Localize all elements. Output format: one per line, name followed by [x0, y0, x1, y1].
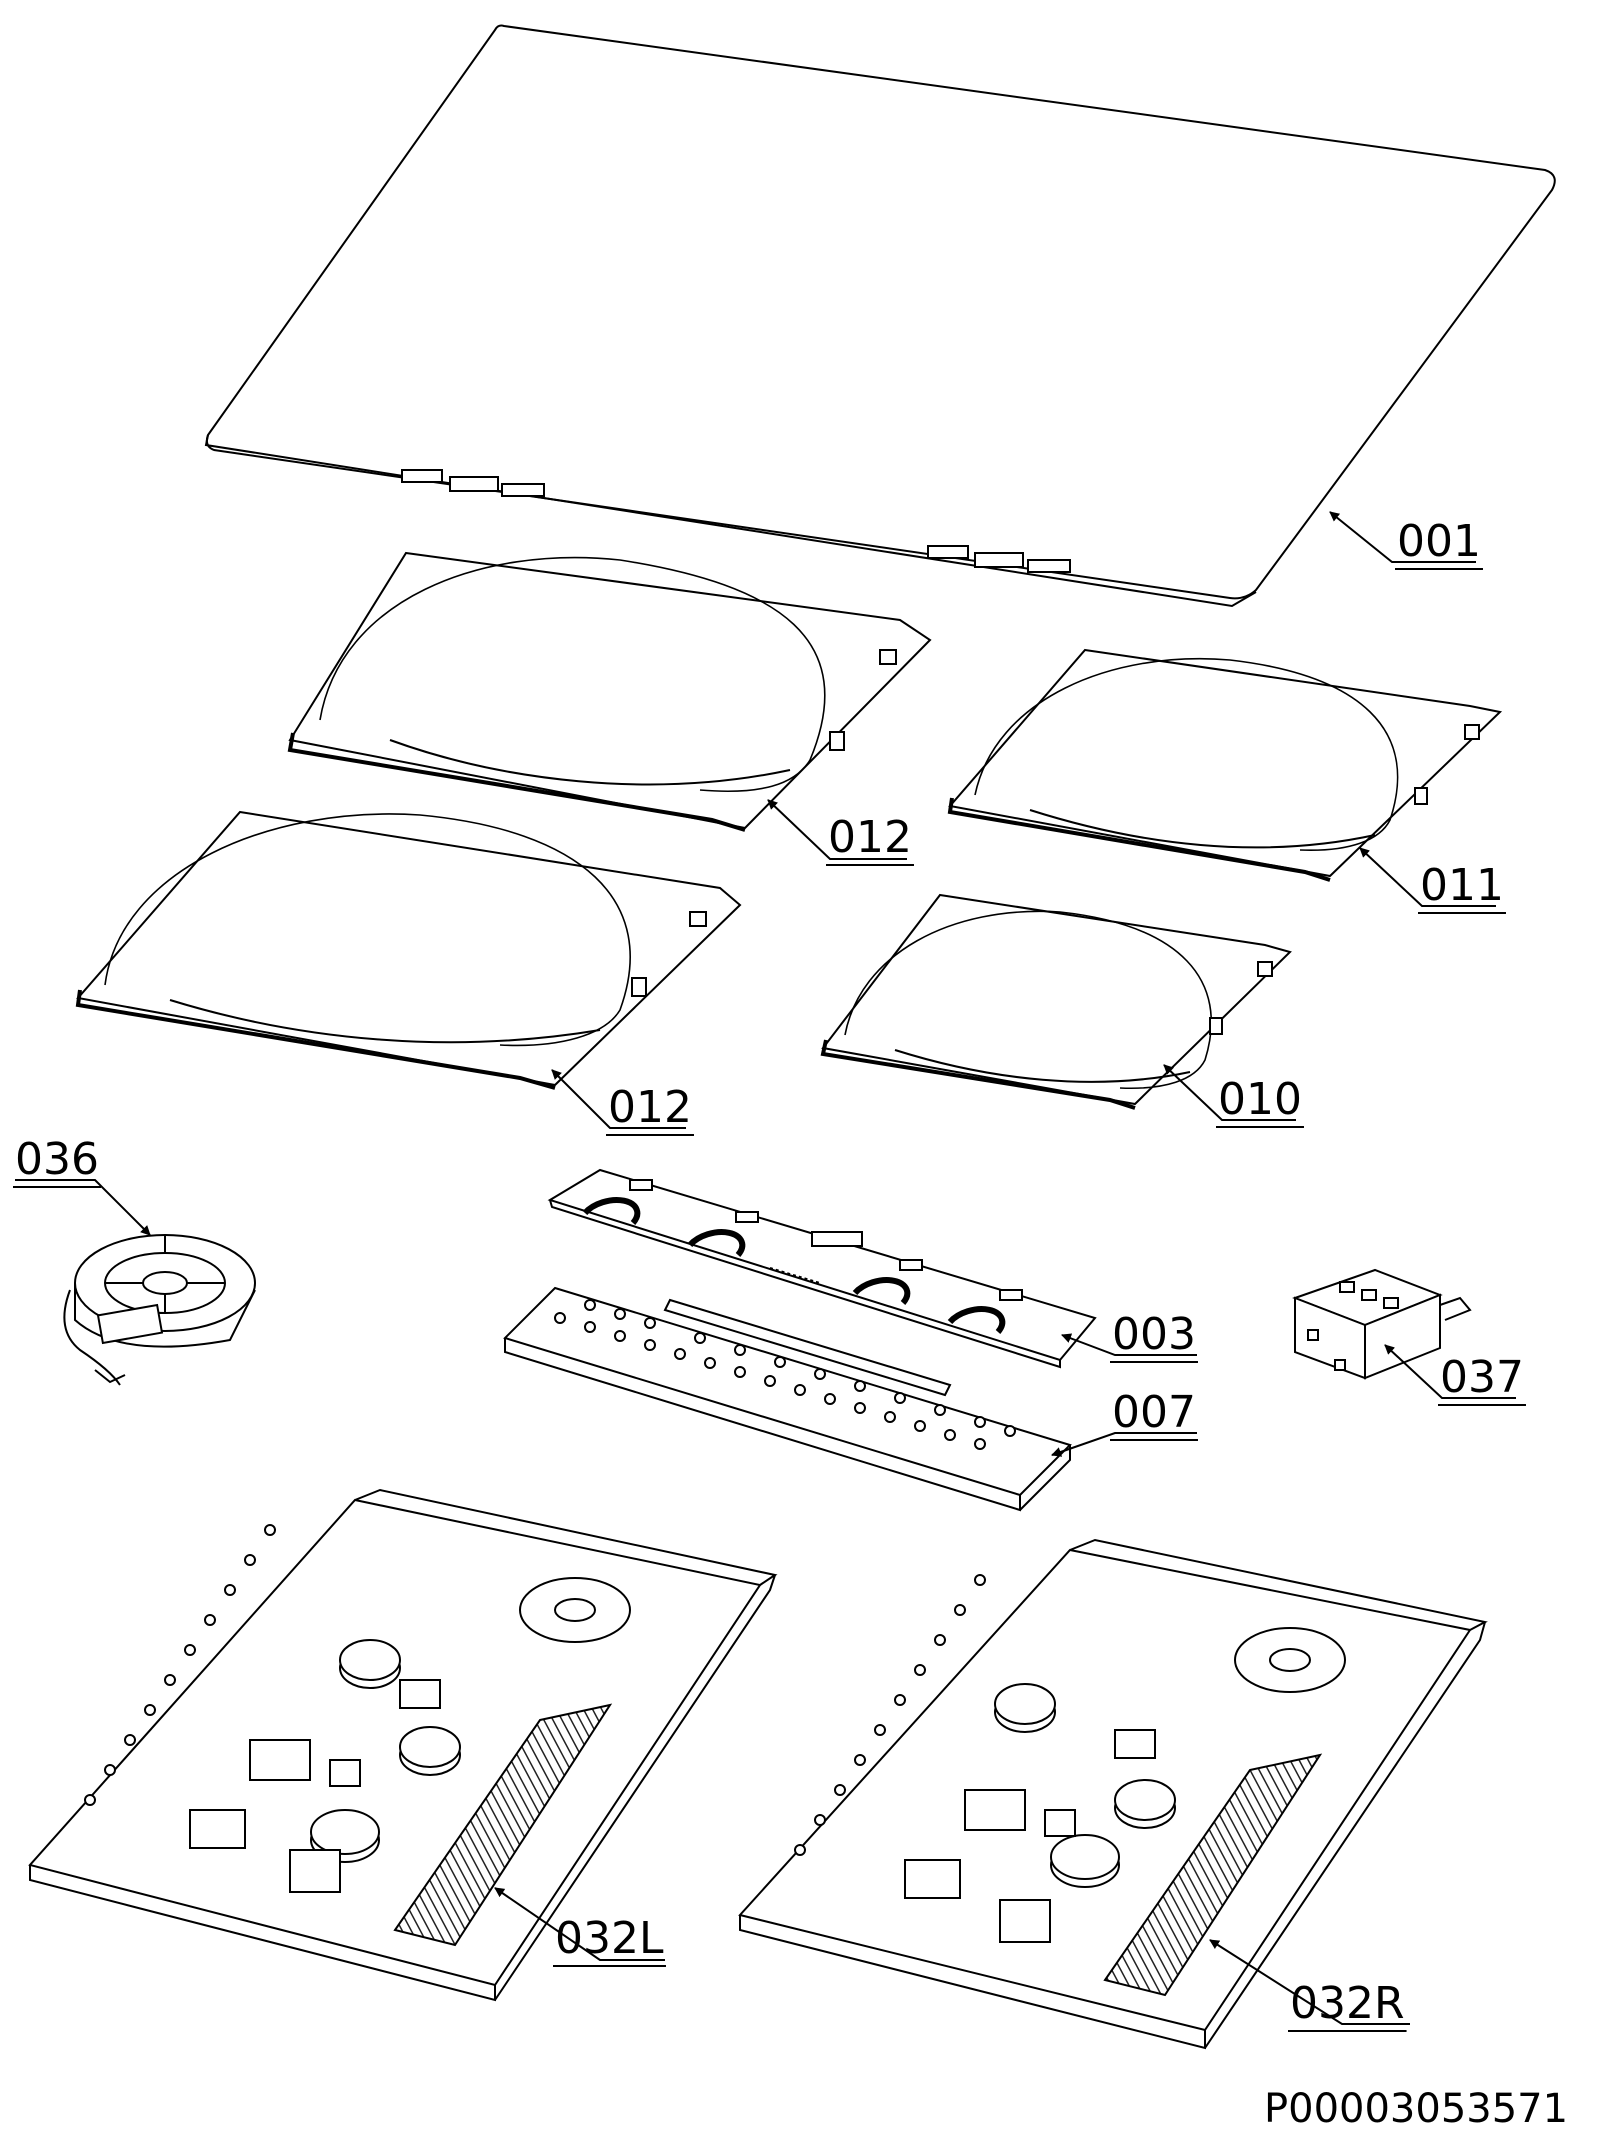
induction-coil-012-lower: [75, 812, 740, 1090]
label-007: 007: [1112, 1387, 1196, 1438]
cooling-fan-036: [64, 1235, 255, 1385]
label-001: 001: [1397, 516, 1481, 567]
label-036: 036: [15, 1134, 99, 1185]
document-number: P00003053571: [1264, 2086, 1568, 2132]
label-011: 011: [1420, 860, 1504, 911]
label-003: 003: [1112, 1309, 1196, 1360]
power-module-032R: [740, 1538, 1488, 2050]
callout-leaders: [15, 511, 1516, 2025]
label-010: 010: [1218, 1074, 1302, 1125]
induction-coil-012-upper: [287, 553, 930, 832]
induction-coil-011: [947, 650, 1500, 882]
pcb-holder-007: [505, 1288, 1070, 1512]
induction-coil-010: [820, 895, 1290, 1110]
label-012-upper: 012: [828, 812, 912, 863]
terminal-block-037: [1295, 1270, 1472, 1378]
control-pcb-003: [550, 1170, 1095, 1369]
glass-ceramic-top: [206, 26, 1555, 607]
label-032L: 032L: [555, 1913, 664, 1964]
label-032R: 032R: [1290, 1978, 1405, 2029]
part-labels: 001 012 011 012 010 036 003 007 037 032L…: [13, 516, 1568, 2132]
power-module-032L: [30, 1488, 778, 2002]
label-037: 037: [1440, 1352, 1524, 1403]
label-012-lower: 012: [608, 1082, 692, 1133]
